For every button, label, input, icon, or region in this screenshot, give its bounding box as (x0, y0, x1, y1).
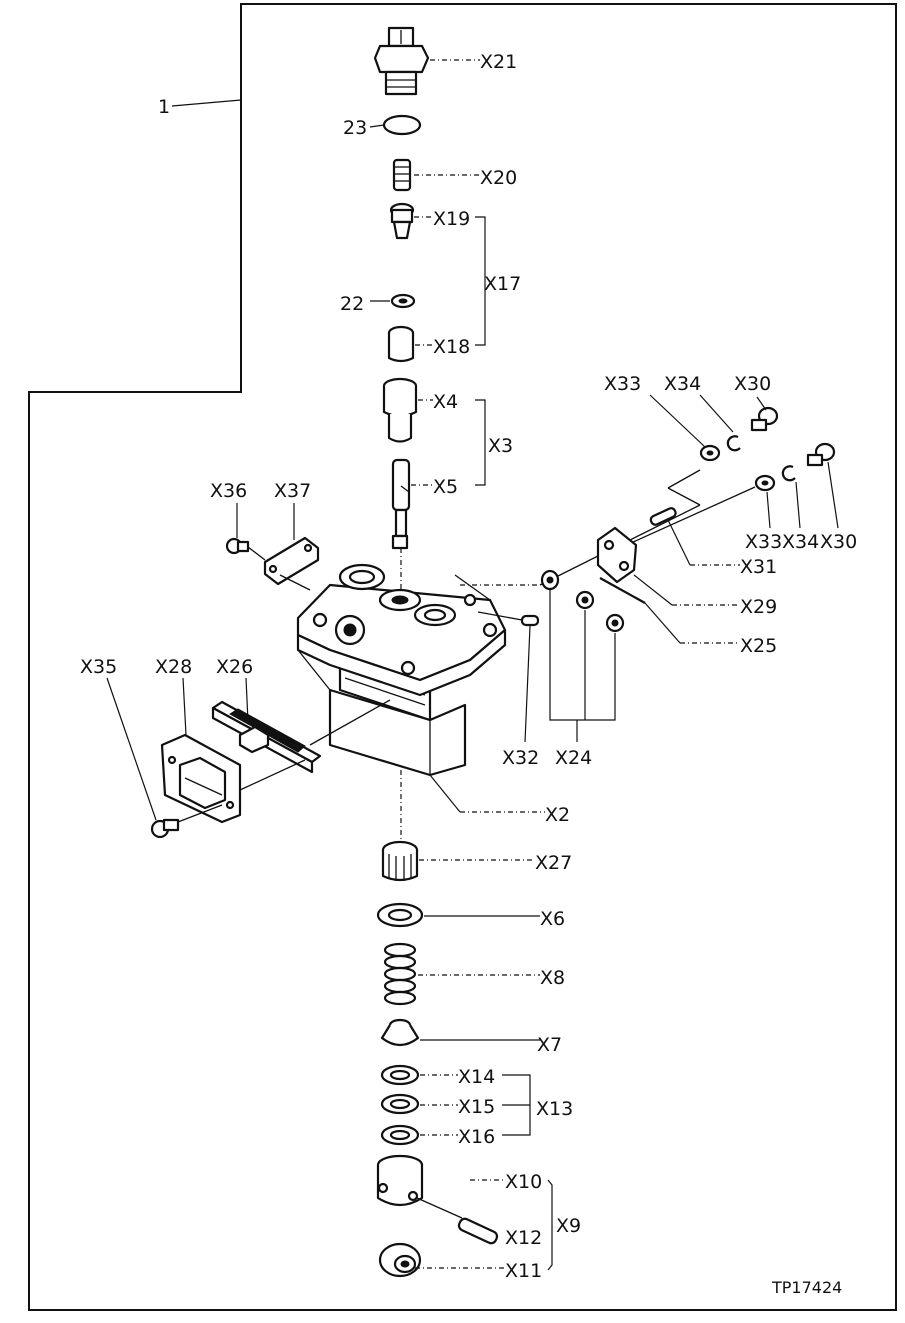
label-x33-lower: X33 (745, 531, 782, 553)
label-x11: X11 (505, 1260, 542, 1282)
label-x2: X2 (545, 804, 570, 826)
label-x33-upper: X33 (604, 373, 641, 395)
screw-x35 (150, 818, 180, 839)
label-x25: X25 (740, 635, 777, 657)
plug-x24-c (605, 613, 625, 633)
rack-cover-x28 (160, 733, 242, 824)
label-x35: X35 (80, 656, 117, 678)
cover-plate-x29 (596, 526, 638, 584)
plug-x24-a (540, 569, 560, 591)
label-x36: X36 (210, 480, 247, 502)
label-x16: X16 (458, 1126, 495, 1148)
label-x24: X24 (555, 747, 592, 769)
control-rack-x26 (211, 700, 322, 774)
label-x13: X13 (536, 1098, 573, 1120)
pin-x32 (520, 614, 540, 627)
valve-spring (392, 158, 412, 192)
pump-barrel (382, 377, 418, 443)
label-x28: X28 (155, 656, 192, 678)
label-x21: X21 (480, 51, 517, 73)
assembly-number: 1 (158, 96, 170, 118)
label-x5: X5 (433, 476, 458, 498)
rod-x25 (599, 577, 646, 604)
assembly-frame (28, 3, 897, 1311)
pump-plunger (391, 458, 411, 550)
label-x6: X6 (540, 908, 565, 930)
label-x34-lower: X34 (782, 531, 819, 553)
label-x32: X32 (502, 747, 539, 769)
label-x17: X17 (484, 273, 521, 295)
plate-x37 (263, 536, 320, 586)
label-x9: X9 (556, 1215, 581, 1237)
pin-x31 (649, 507, 677, 526)
label-x27: X27 (535, 852, 572, 874)
label-x8: X8 (540, 967, 565, 989)
bracket-x3 (475, 399, 486, 486)
label-x14: X14 (458, 1066, 495, 1088)
label-22: 22 (340, 293, 364, 315)
label-x37: X37 (274, 480, 311, 502)
label-x10: X10 (505, 1171, 542, 1193)
screw-x30-lower (806, 442, 836, 467)
delivery-valve-holder (373, 26, 430, 96)
valve-seat (387, 325, 415, 363)
lock-x34-lower (781, 465, 796, 482)
lock-x34-upper (726, 435, 741, 452)
label-x20: X20 (480, 167, 517, 189)
pump-body (296, 563, 507, 777)
spring-seat-x7 (380, 1018, 420, 1047)
label-23: 23 (343, 117, 367, 139)
shim-x14 (380, 1064, 420, 1086)
label-x4: X4 (433, 391, 458, 413)
bracket-x17 (475, 216, 486, 346)
label-x30-upper: X30 (734, 373, 771, 395)
label-x34-upper: X34 (664, 373, 701, 395)
label-x12: X12 (505, 1227, 542, 1249)
screw-x36 (225, 537, 250, 555)
tappet-pin-x12 (457, 1217, 499, 1245)
label-x26: X26 (216, 656, 253, 678)
label-x18: X18 (433, 336, 470, 358)
tappet-roller-x11 (378, 1242, 422, 1278)
label-x29: X29 (740, 596, 777, 618)
bracket-x9 (547, 1179, 553, 1271)
shim-x15 (380, 1093, 420, 1115)
figure-id: TP17424 (771, 1278, 842, 1297)
delivery-valve (389, 202, 415, 240)
label-x15: X15 (458, 1096, 495, 1118)
shim-x16 (380, 1124, 420, 1146)
plug-x24-b (575, 590, 595, 610)
spring-seat-x6 (376, 902, 424, 928)
screw-x30-upper (750, 406, 779, 432)
o-ring (382, 114, 422, 136)
label-x30-lower: X30 (820, 531, 857, 553)
label-x19: X19 (433, 208, 470, 230)
tappet-x10 (376, 1154, 424, 1207)
label-x31: X31 (740, 556, 777, 578)
assembly-leader (171, 99, 242, 107)
plunger-spring-x8 (383, 942, 417, 1006)
label-x3: X3 (488, 435, 513, 457)
control-sleeve-gear-x27 (381, 840, 419, 882)
label-x7: X7 (537, 1034, 562, 1056)
